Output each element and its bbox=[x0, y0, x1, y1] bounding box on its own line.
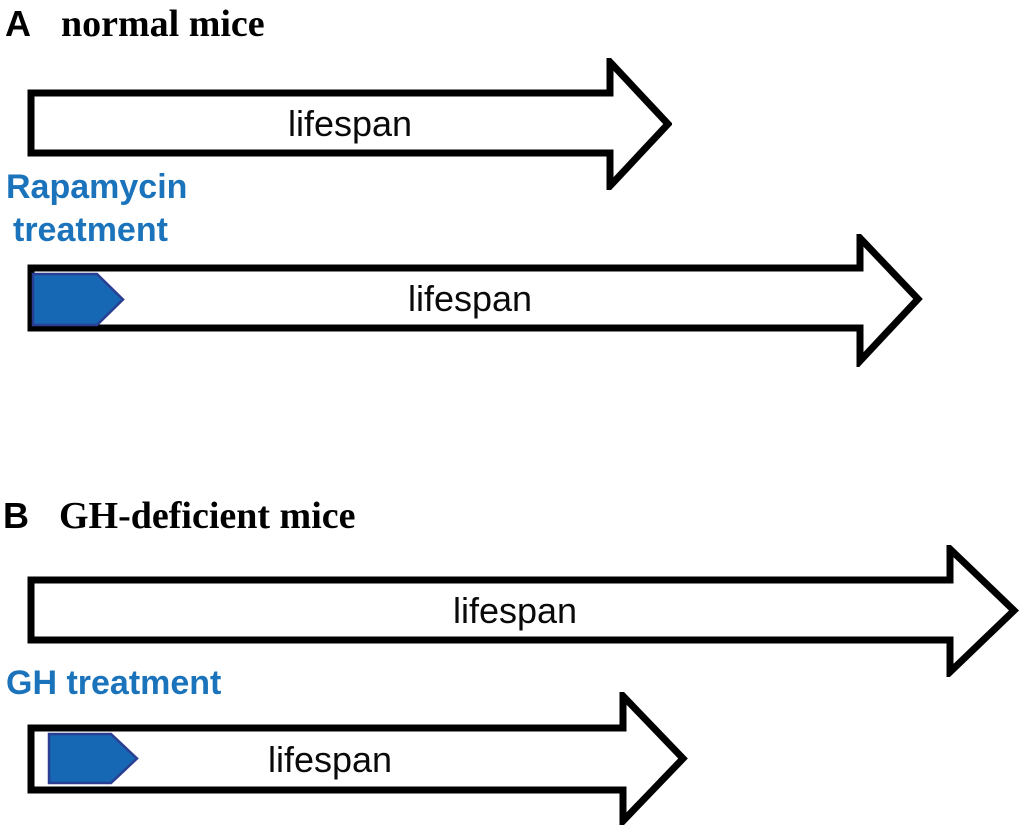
arrow-outline-shape bbox=[27, 545, 1020, 677]
arrow-outline-shape bbox=[27, 692, 688, 825]
arrow-outline-shape bbox=[27, 58, 672, 190]
panel-a-name: normal mice bbox=[61, 3, 265, 45]
rapamycin-treatment-label: Rapamycin treatment bbox=[6, 166, 187, 252]
lifespan-label: lifespan bbox=[408, 278, 532, 319]
panel-b-title: B GH-deficient mice bbox=[3, 494, 356, 538]
gh-treatment-line1: GH treatment bbox=[6, 664, 222, 702]
panel-a-untreated-lifespan-arrow: lifespan bbox=[27, 58, 672, 190]
panel-a-letter: A bbox=[5, 3, 31, 44]
gh-treatment-marker bbox=[47, 732, 139, 785]
gh-treatment-label: GH treatment bbox=[6, 662, 221, 705]
rapamycin-treatment-line1: Rapamycin bbox=[6, 168, 188, 206]
lifespan-label: lifespan bbox=[453, 590, 577, 631]
panel-b-name: GH-deficient mice bbox=[59, 495, 356, 537]
rapamycin-treatment-marker bbox=[31, 272, 125, 327]
panel-b-letter: B bbox=[3, 495, 29, 536]
panel-a-title: A normal mice bbox=[5, 2, 265, 46]
panel-a-treated-lifespan-arrow: lifespan bbox=[27, 234, 923, 367]
lifespan-label: lifespan bbox=[268, 739, 392, 780]
panel-b-treated-lifespan-arrow: lifespan bbox=[27, 692, 688, 825]
arrow-outline-shape bbox=[27, 234, 923, 367]
panel-b-untreated-lifespan-arrow: lifespan bbox=[27, 545, 1020, 677]
lifespan-label: lifespan bbox=[288, 103, 412, 144]
rapamycin-treatment-line2: treatment bbox=[13, 211, 168, 249]
